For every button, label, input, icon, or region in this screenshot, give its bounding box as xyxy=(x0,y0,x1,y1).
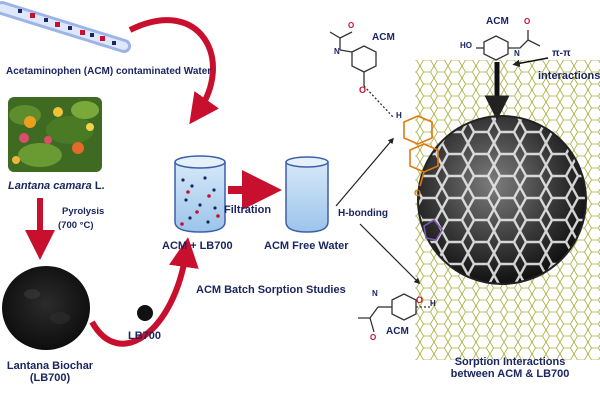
plant-name-suffix: L. xyxy=(91,180,105,192)
arrow-pipe-to-beaker xyxy=(128,17,219,125)
water-pipe xyxy=(0,1,131,53)
atom-h-bottom: H xyxy=(430,299,436,308)
carboxyl-oxygen: O xyxy=(414,188,421,198)
sorption-label-line1: Sorption Interactions xyxy=(454,356,566,368)
interactions-label: interactions xyxy=(538,70,600,82)
acm-bottom-label: ACM xyxy=(386,326,409,337)
lb700-label: LB700 xyxy=(128,330,162,342)
pyrolysis-temp-label: (700 °C) xyxy=(58,220,94,231)
beaker-acm-lb700 xyxy=(174,155,226,233)
carboxyl-group xyxy=(403,115,439,187)
arrow-pi-pi-pointer xyxy=(512,57,549,67)
atom-n-top-right: N xyxy=(514,49,520,58)
acm-top-right-label: ACM xyxy=(486,16,509,27)
atom-h-top: H xyxy=(396,111,402,120)
lb700-particle xyxy=(137,305,153,321)
arrow-biochar-to-beaker xyxy=(89,237,199,347)
atom-o-hb-bottom: O xyxy=(416,295,424,305)
pi-pi-label: π-π xyxy=(552,48,571,59)
lantana-plant-photo xyxy=(8,97,102,172)
contaminated-water-label: Acetaminophen (ACM) contaminated Water xyxy=(6,66,212,77)
atom-o-top-right: O xyxy=(524,17,531,26)
atom-o-bottom: O xyxy=(370,333,377,342)
biochar-label-line2: (LB700) xyxy=(29,372,71,385)
atom-o-top-left: O xyxy=(348,21,355,30)
biochar-label-line1: Lantana Biochar xyxy=(6,360,94,372)
acm-lb700-label: ACM + LB700 xyxy=(162,240,233,252)
phenol-fragment xyxy=(423,218,443,241)
acm-free-water-label: ACM Free Water xyxy=(264,240,349,252)
h-bonding-line-upper xyxy=(335,137,394,207)
plant-name-label: Lantana camara L. xyxy=(8,180,105,192)
atom-ho-top-right: HO xyxy=(460,41,472,50)
batch-studies-label: ACM Batch Sorption Studies xyxy=(196,284,346,296)
h-bonding-label: H-bonding xyxy=(338,208,388,219)
sorption-label-line2: between ACM & LB700 xyxy=(450,368,570,381)
atom-n-bottom: N xyxy=(372,289,378,298)
biochar-photo xyxy=(2,266,90,350)
biochar-label: Lantana Biochar (LB700) xyxy=(2,360,98,384)
beaker-clean-water xyxy=(285,156,329,233)
lb700-sphere xyxy=(417,115,587,285)
atom-o-hb-top: O xyxy=(359,85,367,95)
acm-molecule-bottom xyxy=(358,293,430,333)
pyrolysis-label: Pyrolysis xyxy=(62,206,105,217)
atom-n-top-left: N xyxy=(334,47,340,56)
plant-name-italic: Lantana camara xyxy=(8,180,92,192)
sorption-label: Sorption Interactions between ACM & LB70… xyxy=(440,356,580,380)
h-bonding-line-lower xyxy=(359,223,421,285)
acm-molecule-top-left xyxy=(329,31,395,119)
acm-top-left-label: ACM xyxy=(372,32,395,43)
filtration-label: Filtration xyxy=(224,204,272,216)
acm-molecule-top-right xyxy=(476,30,541,61)
